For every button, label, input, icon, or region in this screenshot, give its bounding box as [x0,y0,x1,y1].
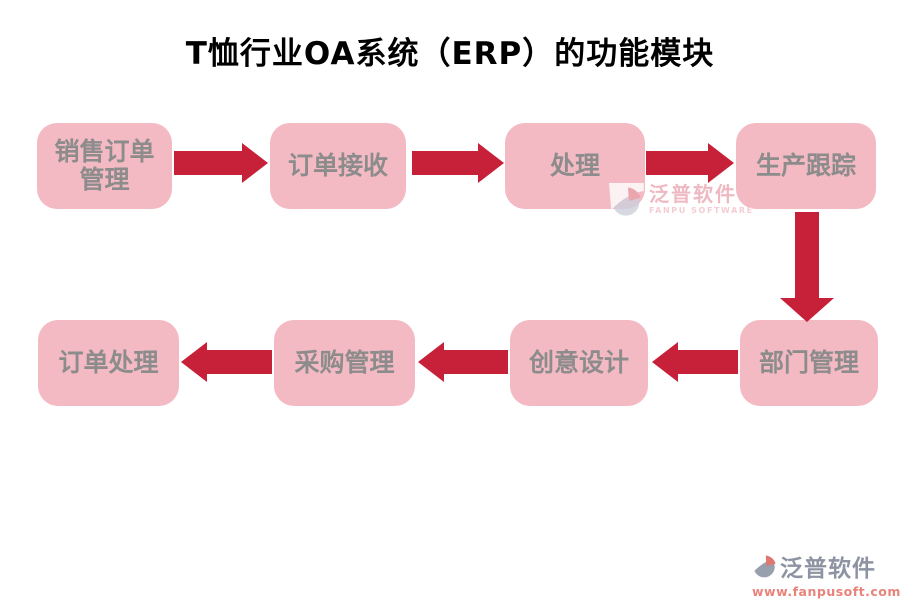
node-order-receiving: 订单接收 [270,123,406,209]
node-processing: 处理 [505,123,645,209]
node-production-tracking: 生产跟踪 [736,123,876,209]
arrow-shaft [207,350,272,374]
fanpu-logo-icon [752,553,778,578]
page-title: T恤行业OA系统（ERP）的功能模块 [185,36,715,72]
arrow-shaft [412,151,478,175]
arrow-head [652,342,678,382]
arrow-head [242,143,268,183]
node-label: 部门管理 [758,348,859,377]
arrow-head [708,143,734,183]
arrow-department-to-design-icon [652,342,738,382]
arrow-head [418,342,444,382]
arrow-shaft [174,151,242,175]
arrow-head [181,342,207,382]
node-label: 处理 [549,151,600,180]
node-label: 采购管理 [294,348,395,377]
footer-brand-text: 泛普软件 [780,556,876,582]
arrow-shaft [678,350,738,374]
node-department-management: 部门管理 [740,320,878,406]
arrow-shaft [646,151,708,175]
arrow-shaft [444,350,508,374]
watermark-subtitle: FANPU SOFTWARE [649,206,754,215]
arrow-sales-to-receiving-icon [174,143,268,183]
node-creative-design: 创意设计 [510,320,648,406]
arrow-shaft [795,212,819,298]
node-label: 订单处理 [58,348,159,377]
footer-logo-row: 泛普软件 [752,549,894,583]
arrow-head [780,298,834,322]
arrow-processing-to-tracking-icon [646,143,734,183]
arrow-purchasing-to-orderprocessing-icon [181,342,272,382]
node-label: 订单接收 [287,151,388,180]
footer-url-text: www.fanpusoft.com [752,584,900,599]
footer-logo: 泛普软件 www.fanpusoft.com [752,549,900,599]
node-order-processing: 订单处理 [38,320,179,406]
node-label: 销售订单 管理 [54,137,155,194]
arrow-design-to-purchasing-icon [418,342,508,382]
arrow-receiving-to-processing-icon [412,143,504,183]
arrow-tracking-to-department-icon [780,212,834,322]
arrow-head [478,143,504,183]
node-label: 生产跟踪 [755,151,856,180]
node-sales-order-management: 销售订单 管理 [37,123,172,209]
node-label: 创意设计 [528,348,629,377]
node-purchasing-management: 采购管理 [274,320,415,406]
